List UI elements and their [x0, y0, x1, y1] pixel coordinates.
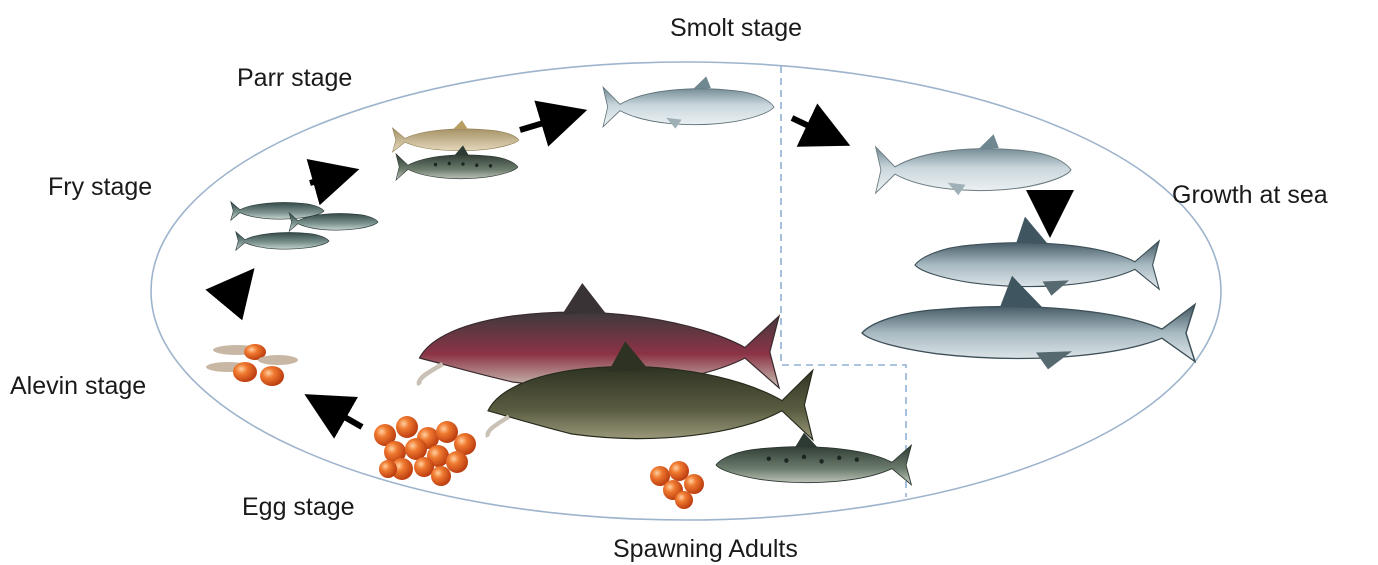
- egg-cluster-small: [650, 461, 704, 509]
- label-egg-stage: Egg stage: [242, 493, 355, 522]
- egg-cluster: [374, 416, 476, 486]
- label-growth-at-sea: Growth at sea: [1172, 181, 1328, 210]
- spawning-small-trout: [716, 433, 911, 485]
- sea-salmon-large: [862, 276, 1195, 370]
- arrow-fry-to-parr: [310, 174, 342, 183]
- smolt-fish: [603, 76, 774, 128]
- alevin-group: [206, 344, 298, 386]
- alevin-body: [258, 355, 298, 365]
- post-smolt-fish: [876, 134, 1071, 195]
- fry-fish-3: [236, 232, 329, 250]
- arrow-alevin-to-fry: [228, 282, 243, 300]
- label-smolt-stage: Smolt stage: [670, 14, 802, 43]
- label-fry-stage: Fry stage: [48, 173, 152, 202]
- life-cycle-ellipse: [151, 62, 1221, 520]
- arrow-parr-to-smolt: [520, 115, 570, 130]
- sea-salmon-medium: [915, 217, 1159, 296]
- alevin-yolk: [260, 366, 284, 386]
- label-spawning-adults: Spawning Adults: [613, 535, 798, 564]
- habitat-divider-line: [781, 66, 906, 497]
- parr-fish-light: [392, 120, 519, 152]
- alevin-yolk: [233, 362, 257, 382]
- arrow-egg-to-alevin: [320, 403, 362, 427]
- label-alevin-stage: Alevin stage: [10, 372, 146, 401]
- label-parr-stage: Parr stage: [237, 64, 352, 93]
- arrow-smolt-to-sea: [792, 118, 834, 138]
